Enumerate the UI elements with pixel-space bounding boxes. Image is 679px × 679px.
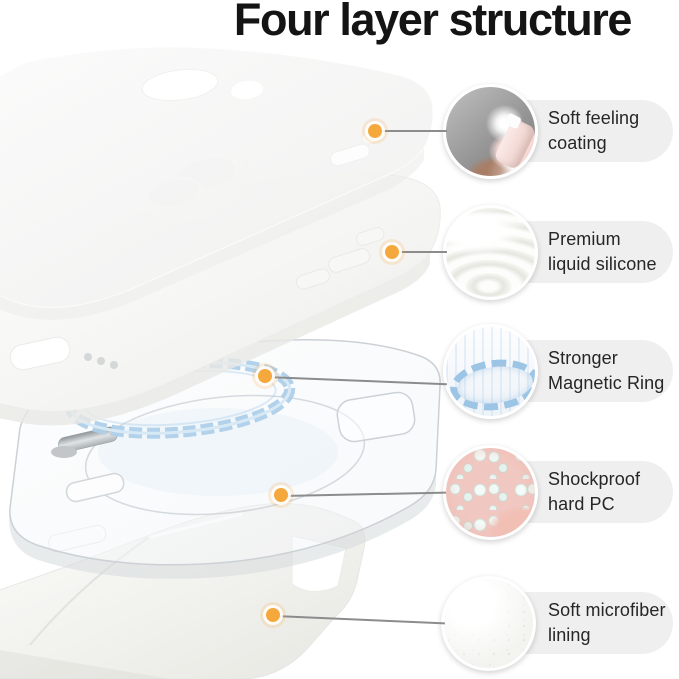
callout-label-line2: liquid silicone — [548, 254, 657, 274]
callout-label-line2: lining — [548, 625, 591, 645]
callout-dot — [368, 124, 382, 138]
callout-connector-line — [396, 251, 447, 253]
callout-dot — [266, 608, 280, 622]
microfiber-icon — [441, 576, 536, 671]
liquid-silicone-icon — [443, 205, 538, 300]
callout-dot — [385, 245, 399, 259]
soft-coating-layer — [0, 45, 435, 320]
callout-label-line1: Stronger — [548, 348, 618, 368]
callout-label-line1: Shockproof — [548, 469, 641, 489]
callout-label-line2: Magnetic Ring — [548, 373, 665, 393]
callout-dot — [274, 488, 288, 502]
callout-label-line2: hard PC — [548, 494, 615, 514]
callout-connector-line — [379, 130, 447, 132]
magnetic-ring-icon — [443, 324, 538, 419]
callout-label-line1: Premium — [548, 229, 621, 249]
spray-coating-icon — [443, 84, 538, 179]
callout-label-line1: Soft feeling — [548, 108, 640, 128]
callout-dot — [258, 369, 272, 383]
page-title: Four layer structure — [233, 0, 633, 45]
callout-label-line1: Soft microfiber — [548, 600, 666, 620]
callout-label-line2: coating — [548, 133, 607, 153]
plastic-beads-icon — [443, 445, 538, 540]
